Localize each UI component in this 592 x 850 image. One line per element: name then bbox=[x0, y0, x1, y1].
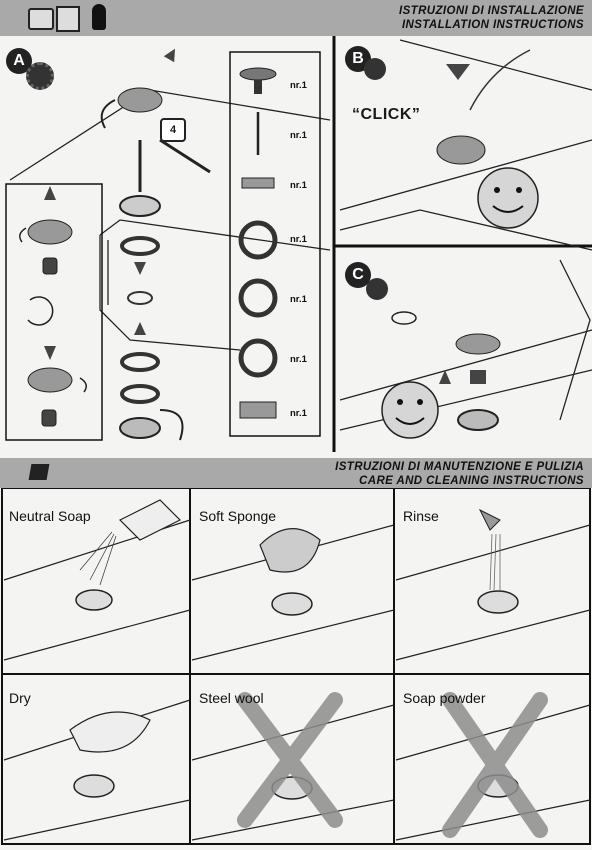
push-hand-icon bbox=[364, 58, 386, 80]
step-a-badge: A bbox=[6, 48, 32, 74]
panel-label-soft-sponge: Soft Sponge bbox=[199, 508, 277, 524]
maintenance-title-it: ISTRUZIONI DI MANUTENZIONE E PULIZIA bbox=[335, 461, 584, 473]
panel-label-rinse: Rinse bbox=[403, 508, 439, 524]
panel-label-neutral-soap: Neutral Soap bbox=[9, 508, 91, 524]
panel-label-steel-wool: Steel wool bbox=[199, 690, 264, 706]
panel-label-dry: Dry bbox=[9, 690, 31, 706]
installation-title-it: ISTRUZIONI DI INSTALLAZIONE bbox=[399, 5, 584, 17]
maintenance-title-en: CARE AND CLEANING INSTRUCTIONS bbox=[359, 475, 584, 487]
tank-icon bbox=[56, 6, 80, 32]
qty-gasket-1: nr.1 bbox=[290, 234, 307, 245]
installation-title-en: INSTALLATION INSTRUCTIONS bbox=[401, 19, 584, 31]
maintenance-header-band: ISTRUZIONI DI MANUTENZIONE E PULIZIA CAR… bbox=[0, 458, 592, 488]
installation-header-band: ISTRUZIONI DI INSTALLAZIONE INSTALLATION… bbox=[0, 0, 592, 36]
sink-icon bbox=[28, 8, 54, 30]
click-sound-label: “CLICK” bbox=[352, 106, 421, 123]
qty-threaded-rod: nr.1 bbox=[290, 130, 307, 141]
qty-gasket-3: nr.1 bbox=[290, 354, 307, 365]
qty-nut: nr.1 bbox=[290, 408, 307, 419]
hex-key-size: 4 bbox=[169, 124, 177, 136]
qty-plug-cap: nr.1 bbox=[290, 80, 307, 91]
qty-gasket-2: nr.1 bbox=[290, 294, 307, 305]
gears-icon bbox=[26, 62, 54, 90]
qty-drain-body: nr.1 bbox=[290, 180, 307, 191]
hex-key-size-badge: 4 bbox=[160, 118, 186, 142]
cleaning-bucket-icon bbox=[28, 464, 50, 480]
panel-label-soap-powder: Soap powder bbox=[403, 690, 486, 706]
wrench-icon bbox=[366, 278, 388, 300]
cylinder-icon bbox=[92, 4, 106, 30]
